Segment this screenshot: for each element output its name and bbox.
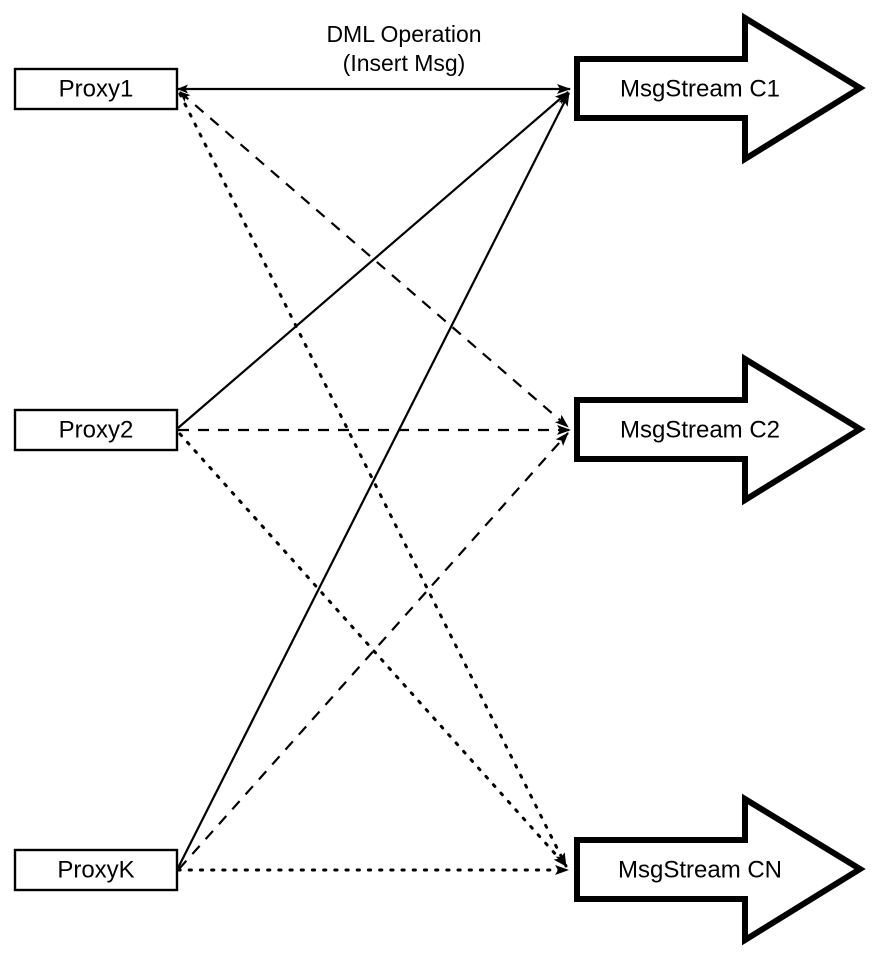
msgstream-c2-label: MsgStream C2: [620, 416, 780, 443]
proxy-nodes: Proxy1 Proxy2 ProxyK: [13, 67, 179, 892]
proxy2-box[interactable]: [13, 408, 179, 452]
edge-label-dml-operation: DML Operation (Insert Msg): [326, 21, 481, 76]
connection-proxy1-c2[interactable]: [179, 91, 569, 428]
edge-label-line2: (Insert Msg): [343, 50, 466, 76]
proxy1-label: Proxy1: [59, 75, 134, 102]
proxyk-box[interactable]: [13, 848, 179, 892]
edge-label-line1: DML Operation: [326, 21, 481, 47]
connection-proxy2-c1[interactable]: [177, 91, 569, 429]
proxy-node-proxy1[interactable]: Proxy1: [13, 67, 179, 111]
proxy-node-proxy2[interactable]: Proxy2: [13, 408, 179, 452]
msgstream-c1-shape[interactable]: [574, 12, 866, 165]
proxy1-box[interactable]: [13, 67, 179, 111]
msgstream-node-cn[interactable]: MsgStream CN: [574, 793, 866, 946]
msgstream-node-c1[interactable]: MsgStream C1: [574, 12, 866, 165]
msgstream-nodes: MsgStream C1 MsgStream C2 MsgStream CN: [574, 12, 866, 946]
connection-proxy1-cn[interactable]: [178, 92, 568, 868]
msgstream-node-c2[interactable]: MsgStream C2: [574, 353, 866, 506]
connection-proxyk-c1[interactable]: [177, 92, 570, 869]
msgstream-c1-label: MsgStream C1: [620, 75, 780, 102]
msgstream-cn-shape[interactable]: [574, 793, 866, 946]
msgstream-cn-label: MsgStream CN: [618, 856, 782, 883]
proxyk-label: ProxyK: [57, 856, 134, 883]
msgstream-c2-shape[interactable]: [574, 353, 866, 506]
proxy2-label: Proxy2: [59, 416, 134, 443]
connection-lines: [176, 84, 571, 875]
connection-proxy2-cn[interactable]: [178, 432, 568, 868]
connection-proxyk-c2[interactable]: [178, 432, 569, 870]
proxy-node-proxyk[interactable]: ProxyK: [13, 848, 179, 892]
